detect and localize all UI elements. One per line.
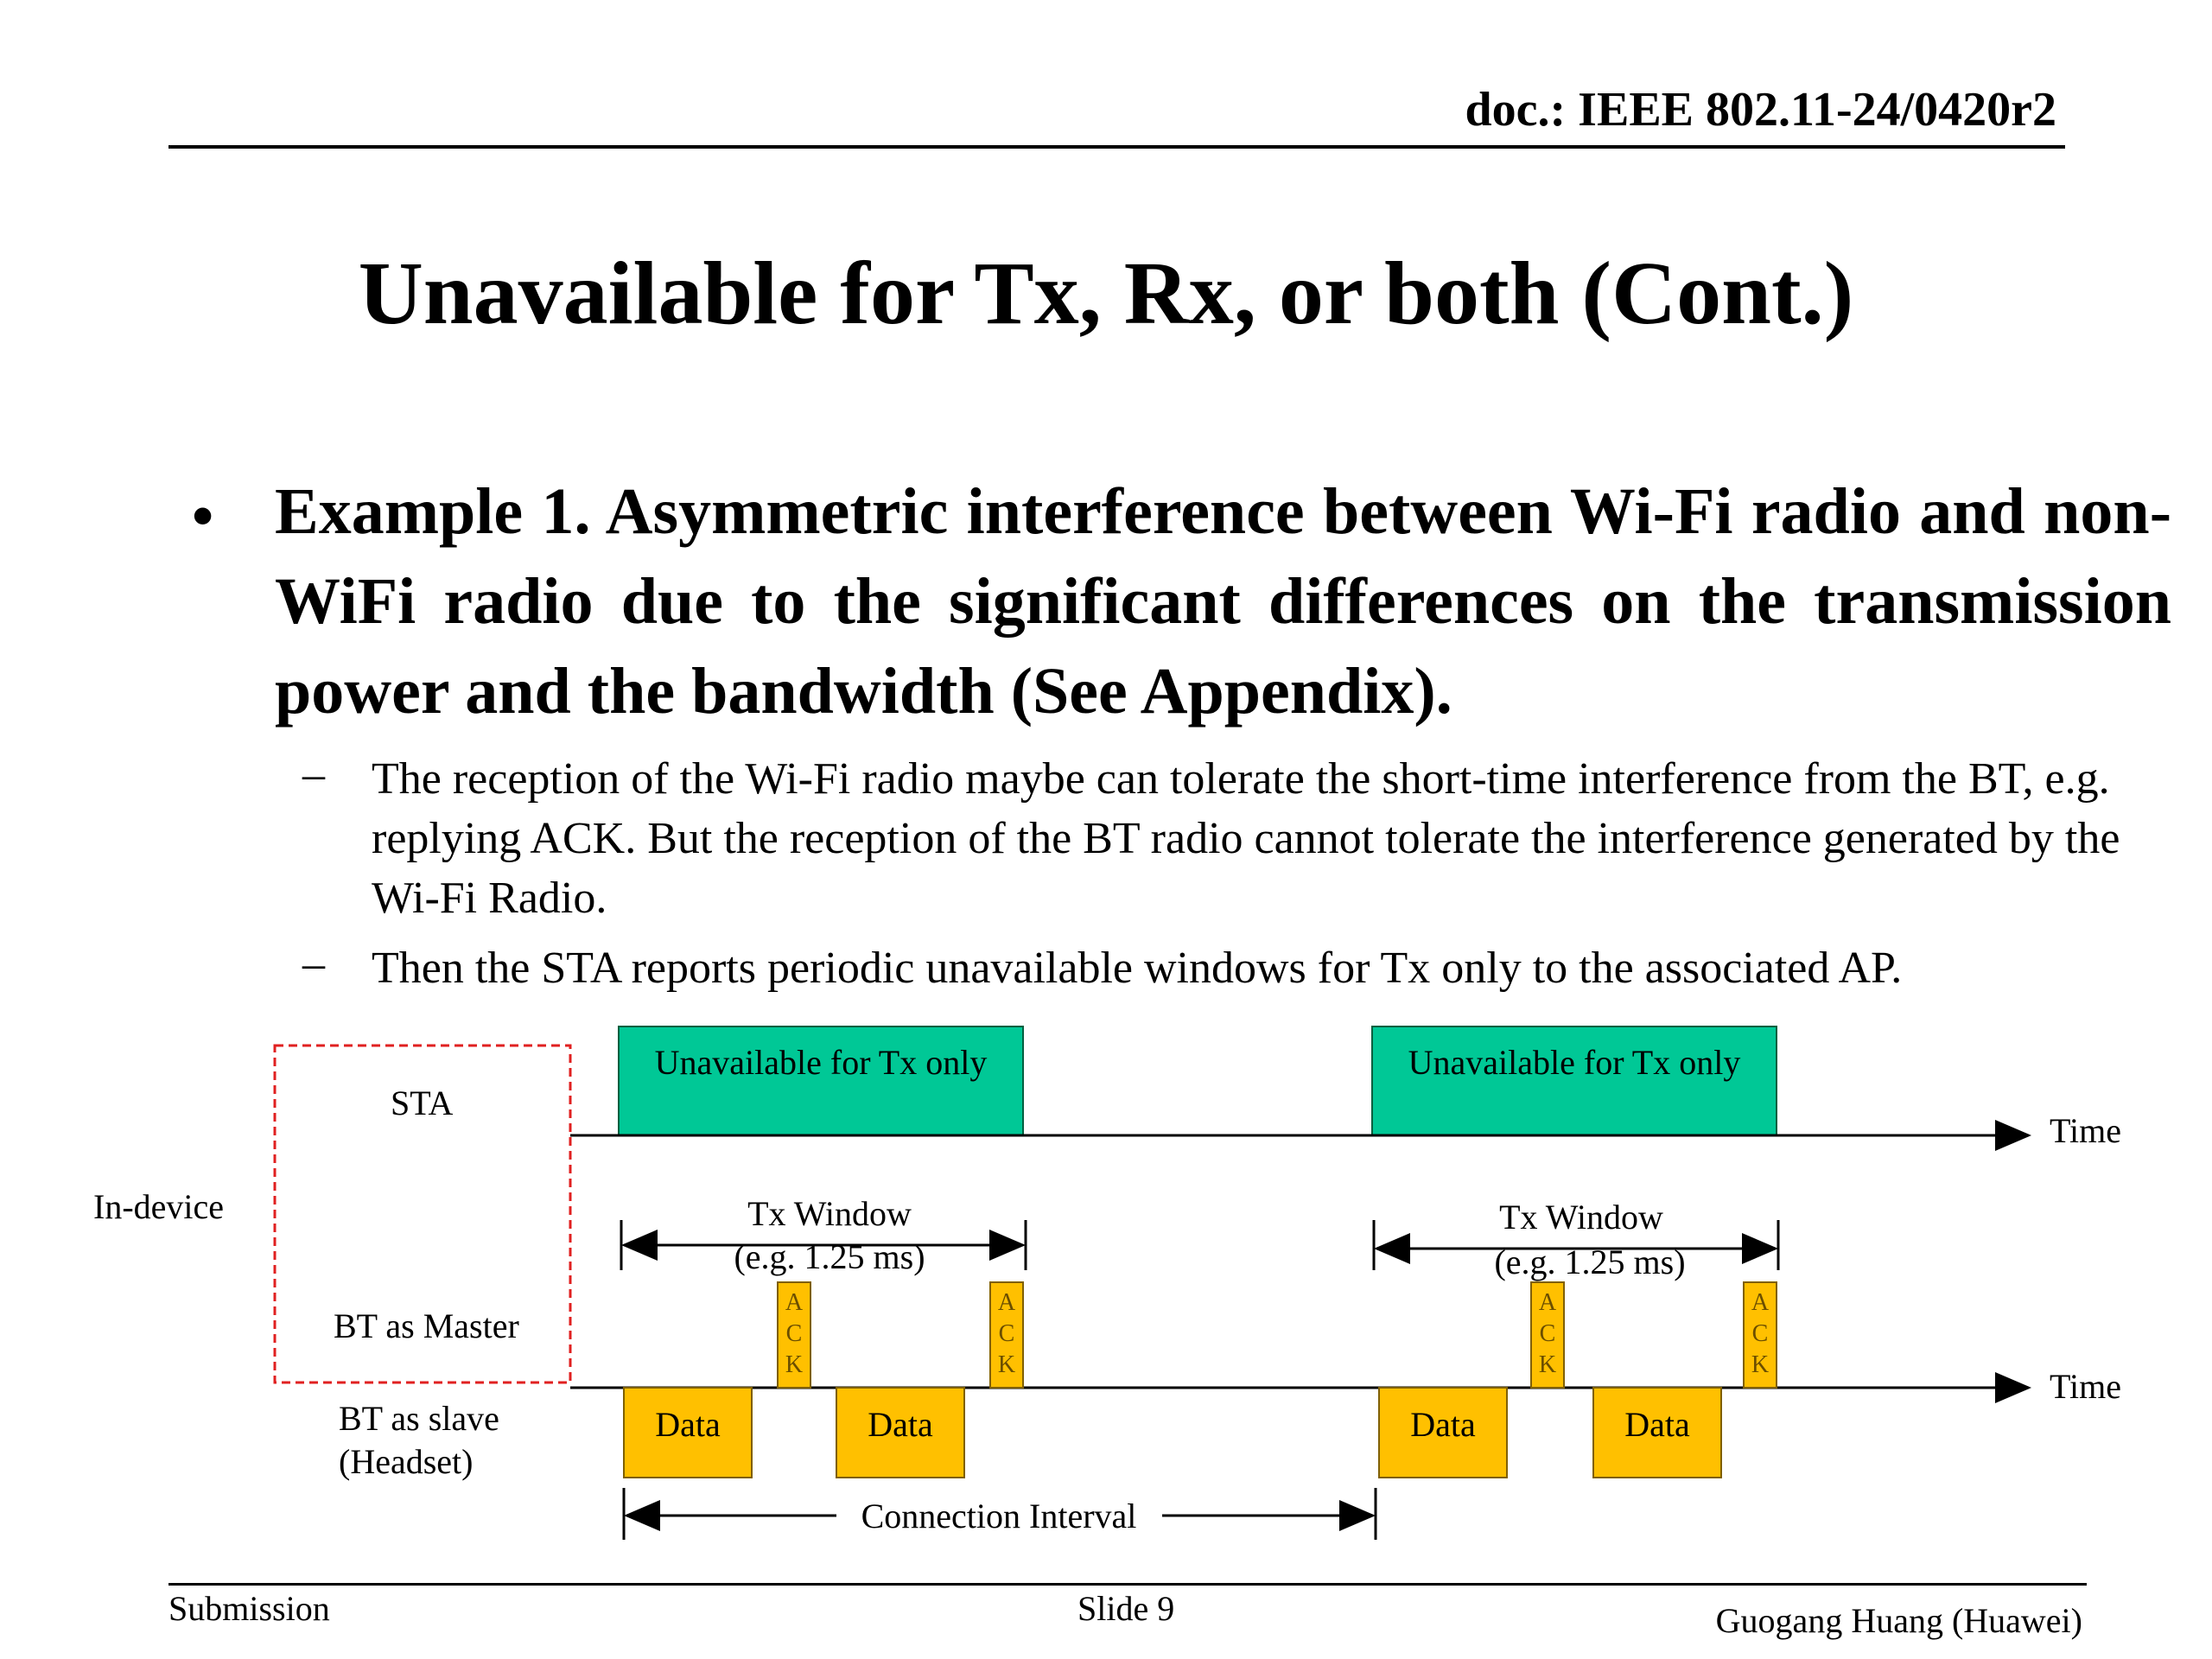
ack-packet: A C K — [1743, 1281, 1777, 1389]
data-packet — [1378, 1387, 1508, 1478]
ack-packet: A C K — [1530, 1281, 1565, 1389]
header-rule — [168, 145, 2065, 149]
ack-packet: A C K — [989, 1281, 1024, 1389]
ack-letter: A — [785, 1289, 804, 1316]
in-device-label: In-device — [93, 1187, 224, 1226]
sub-bullet-dash: – — [302, 939, 325, 988]
sta-label: STA — [391, 1084, 453, 1122]
data-packet-label: Data — [1410, 1405, 1476, 1444]
data-packet-label: Data — [868, 1405, 933, 1444]
footer-rule — [168, 1583, 2087, 1586]
in-device-box — [273, 1044, 572, 1384]
ack-letter: A — [1751, 1289, 1770, 1316]
ack-letter: C — [1540, 1320, 1556, 1347]
data-packet-label: Data — [1624, 1405, 1690, 1444]
time-label: Time — [2050, 1111, 2121, 1150]
ack-letter: K — [1751, 1351, 1769, 1378]
ack-letter: A — [998, 1289, 1016, 1316]
ack-letter: K — [998, 1351, 1015, 1378]
tx-window-label: Tx Window — [1499, 1198, 1663, 1236]
unavailable-box — [1371, 1026, 1777, 1136]
sub-bullet-1: The reception of the Wi-Fi radio maybe c… — [372, 754, 2120, 923]
data-packet-label: Data — [655, 1405, 721, 1444]
time-label: Time — [2050, 1367, 2121, 1406]
footer-author: Guogang Huang (Huawei) — [1715, 1601, 2082, 1640]
bt-slave-label: BT as slave — [339, 1399, 499, 1438]
tx-window-example: (e.g. 1.25 ms) — [1494, 1243, 1685, 1281]
footer-submission: Submission — [168, 1589, 330, 1628]
footer-slide-number: Slide 9 — [1077, 1589, 1175, 1628]
slide-title: Unavailable for Tx, Rx, or both (Cont.) — [358, 244, 1854, 343]
bullet-marker: • — [192, 481, 214, 550]
data-packet — [623, 1387, 753, 1478]
main-bullet: Example 1. Asymmetric interference betwe… — [275, 475, 2171, 728]
ack-letter: K — [785, 1351, 803, 1378]
document-id: doc.: IEEE 802.11-24/0420r2 — [1465, 83, 2056, 137]
unavailable-label: Unavailable for Tx only — [655, 1043, 988, 1082]
ack-letter: A — [1539, 1289, 1557, 1316]
ack-packet: A C K — [777, 1281, 811, 1389]
sub-bullet-dash: – — [302, 750, 325, 799]
ack-letter: K — [1539, 1351, 1556, 1378]
ack-letter: C — [999, 1320, 1015, 1347]
unavailable-label: Unavailable for Tx only — [1408, 1043, 1741, 1082]
unavailable-box — [618, 1026, 1024, 1136]
tx-window-label: Tx Window — [747, 1194, 912, 1233]
bt-slave-sub-label: (Headset) — [339, 1442, 473, 1481]
tx-window-example: (e.g. 1.25 ms) — [734, 1237, 925, 1276]
data-packet — [836, 1387, 965, 1478]
ack-letter: C — [1752, 1320, 1769, 1347]
data-packet — [1592, 1387, 1722, 1478]
sub-bullet-2: Then the STA reports periodic unavailabl… — [372, 944, 1903, 993]
connection-interval-label: Connection Interval — [861, 1497, 1137, 1535]
ack-letter: C — [786, 1320, 803, 1347]
bt-master-label: BT as Master — [334, 1306, 519, 1345]
